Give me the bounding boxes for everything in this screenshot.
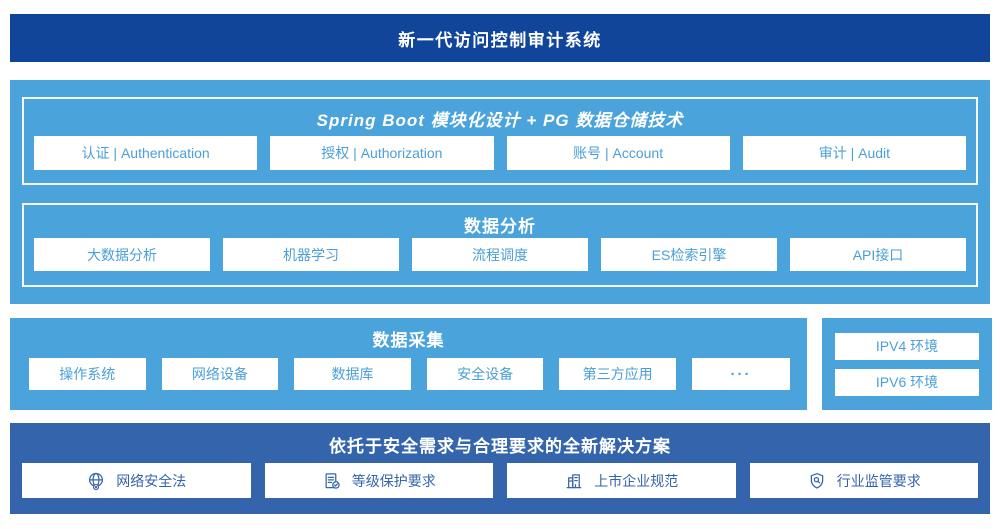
top-banner: 新一代访问控制审计系统	[10, 14, 990, 62]
solution-row: 网络安全法 等级保护要求	[22, 463, 978, 498]
analysis-box-api: API接口	[790, 238, 966, 271]
collection-row: 操作系统 网络设备 数据库 安全设备 第三方应用 ···	[29, 358, 790, 390]
solution-section: 依托于安全需求与合理要求的全新解决方案 网络安全法	[10, 423, 990, 514]
analysis-box-ml: 机器学习	[223, 238, 399, 271]
solution-box-label: 行业监管要求	[836, 472, 921, 489]
collection-title: 数据采集	[372, 331, 445, 350]
env-box-ipv6: IPV6 环境	[835, 368, 979, 396]
document-check-icon	[322, 471, 342, 491]
analysis-row: 大数据分析 机器学习 流程调度 ES检索引擎 API接口	[34, 238, 966, 271]
analysis-box-es: ES检索引擎	[601, 238, 777, 271]
page-title: 新一代访问控制审计系统	[398, 30, 602, 50]
collection-box-security-device: 安全设备	[426, 358, 544, 390]
analysis-box-scheduler: 流程调度	[412, 238, 588, 271]
solution-title: 依托于安全需求与合理要求的全新解决方案	[329, 437, 671, 456]
solution-box-label: 网络安全法	[116, 472, 187, 489]
env-box-ipv4: IPV4 环境	[835, 332, 979, 360]
solution-box-label: 等级保护要求	[351, 472, 436, 489]
platform-section: Spring Boot 模块化设计 + PG 数据仓储技术 认证 | Authe…	[10, 80, 990, 304]
collection-section: 数据采集 操作系统 网络设备 数据库 安全设备 第三方应用 ···	[10, 318, 807, 410]
globe-location-icon	[86, 471, 106, 491]
collection-box-network-device: 网络设备	[161, 358, 279, 390]
modules-group: Spring Boot 模块化设计 + PG 数据仓储技术 认证 | Authe…	[22, 97, 978, 185]
building-icon	[564, 471, 584, 491]
analysis-box-bigdata: 大数据分析	[34, 238, 210, 271]
solution-box-graded-protection: 等级保护要求	[264, 463, 493, 498]
shield-search-icon	[807, 471, 827, 491]
collection-box-database: 数据库	[294, 358, 411, 390]
modules-group-title: Spring Boot 模块化设计 + PG 数据仓储技术	[316, 111, 684, 130]
module-box-authentication: 认证 | Authentication	[34, 136, 258, 170]
solution-box-cybersecurity-law: 网络安全法	[22, 463, 251, 498]
analysis-group: 数据分析 大数据分析 机器学习 流程调度 ES检索引擎 API接口	[22, 203, 978, 287]
collection-box-os: 操作系统	[29, 358, 146, 390]
modules-row: 认证 | Authentication 授权 | Authorization 账…	[34, 136, 966, 170]
module-box-audit: 审计 | Audit	[742, 136, 966, 170]
collection-box-thirdparty: 第三方应用	[559, 358, 676, 390]
module-box-account: 账号 | Account	[506, 136, 730, 170]
solution-box-industry-regulation: 行业监管要求	[749, 463, 978, 498]
solution-box-label: 上市企业规范	[594, 472, 679, 489]
collection-box-more: ···	[691, 358, 790, 390]
environment-panel: IPV4 环境 IPV6 环境	[822, 318, 992, 410]
module-box-authorization: 授权 | Authorization	[270, 136, 494, 170]
solution-box-listed-company: 上市企业规范	[507, 463, 736, 498]
analysis-group-title: 数据分析	[464, 217, 536, 236]
